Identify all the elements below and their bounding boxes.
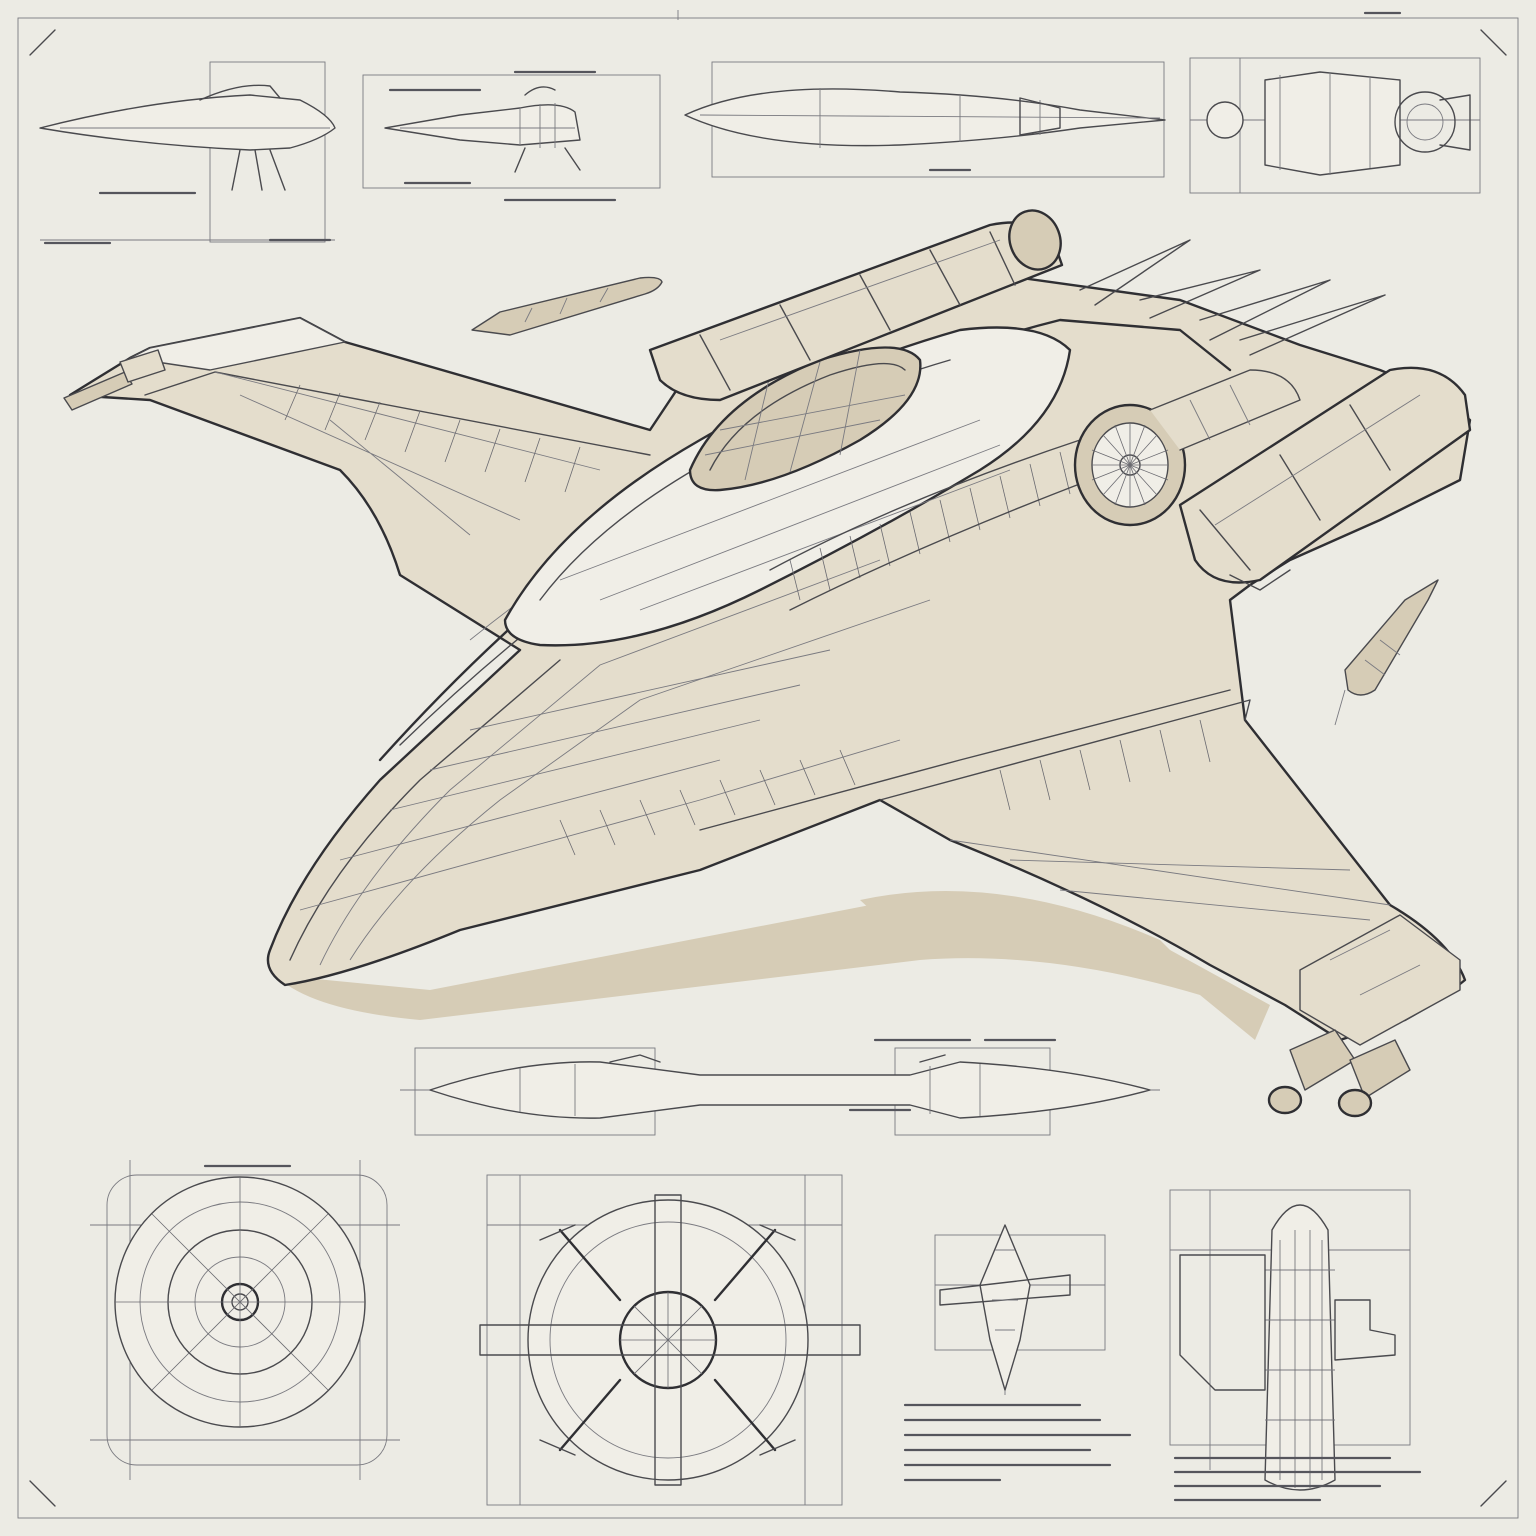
missile-icon — [1334, 579, 1439, 726]
top-view-long-panel — [684, 61, 1166, 178]
side-view-gear-panel — [362, 70, 661, 202]
reactor-ring-panel — [90, 1160, 400, 1480]
cockpit-canopy — [688, 346, 922, 492]
sheet-border — [17, 10, 1519, 1519]
turbine-intake-icon — [1073, 369, 1301, 527]
wingtip-cannon-icon — [1267, 1029, 1411, 1118]
exhaust-spikes — [1079, 239, 1386, 356]
engine-nacelle-right — [1178, 366, 1472, 591]
engine-nacelle-upper — [648, 209, 1064, 402]
turbine-detail-panel — [479, 1174, 861, 1506]
starfighter-main-drawing — [63, 209, 1472, 1118]
side-view-nose-panel — [39, 61, 336, 245]
rear-view-engines-panel — [1189, 11, 1481, 194]
missile-icon — [471, 276, 663, 336]
front-view-small-panel — [934, 1224, 1106, 1395]
engine-pod-detail-panel — [1169, 1189, 1411, 1491]
spec-notes — [903, 1403, 1422, 1502]
wing-cross-section-panel — [400, 1038, 1160, 1136]
